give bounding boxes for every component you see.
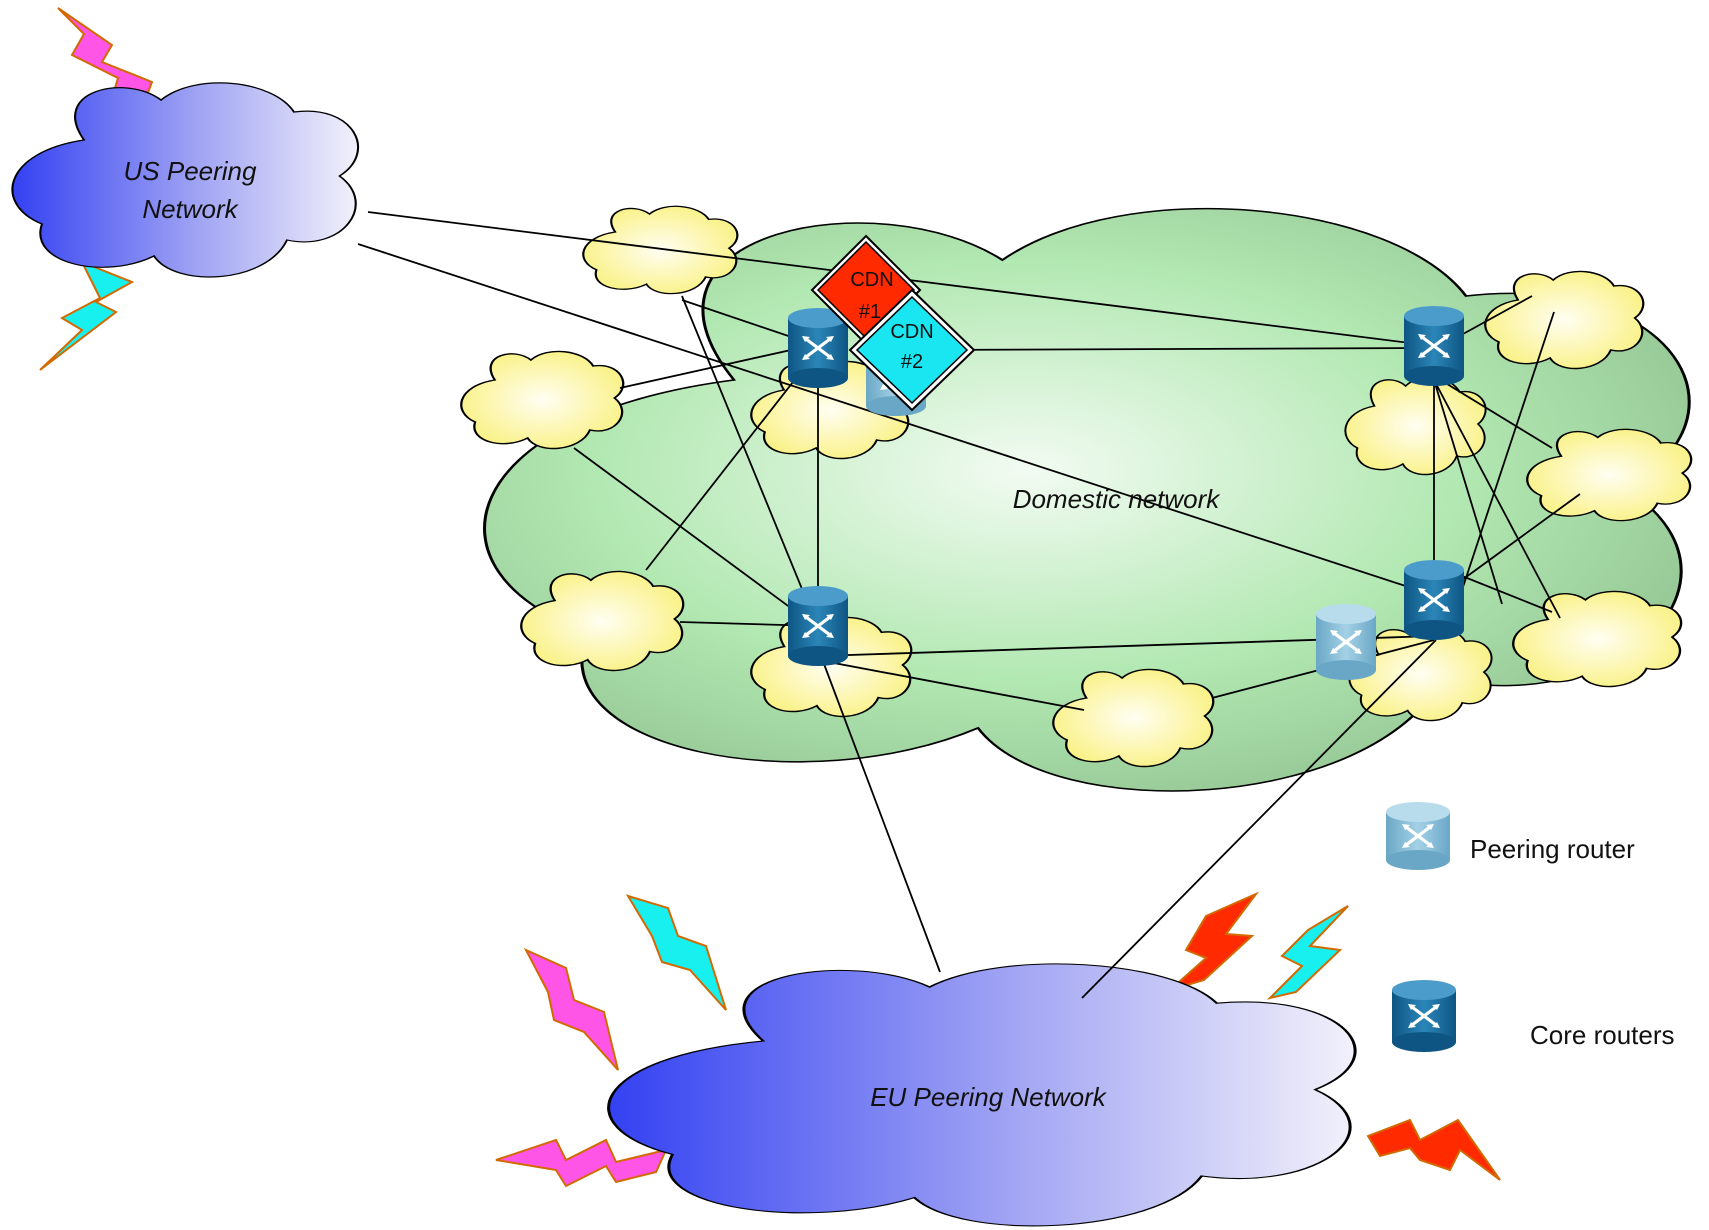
domestic-network-label: Domestic network: [1013, 484, 1222, 514]
network-links: [357, 211, 1581, 999]
lightning-bolt-icon: [523, 947, 619, 1071]
lightning-bolt-icon: [625, 894, 727, 1011]
cdn-node-2: CDN #2: [848, 288, 976, 412]
cdn-2-line2: #2: [901, 351, 923, 373]
eu-peering-label: EU Peering Network: [870, 1082, 1108, 1112]
core-router-icon: [1404, 306, 1464, 386]
legend: Peering router Core routers: [1386, 802, 1675, 1052]
cdn-1-line1: CDN: [850, 269, 893, 291]
legend-core-router-icon: [1392, 980, 1456, 1052]
us-peering-label-line2: Network: [142, 194, 239, 224]
lightning-bolt-icon: [1366, 1118, 1501, 1181]
cdn-1-line2: #1: [859, 301, 881, 323]
core-router-icon: [788, 308, 848, 388]
legend-core-routers-label: Core routers: [1530, 1020, 1675, 1050]
lightning-bolts: [39, 7, 1501, 1188]
us-peering-label-line1: US Peering: [124, 156, 257, 186]
legend-peering-router-icon: [1386, 802, 1450, 870]
legend-peering-router-label: Peering router: [1470, 834, 1635, 864]
lightning-bolt-icon: [39, 260, 135, 371]
lightning-bolt-icon: [495, 1138, 668, 1188]
core-router-icon: [1404, 560, 1464, 640]
core-router-icon: [788, 586, 848, 666]
lightning-bolt-icon: [1266, 905, 1349, 1000]
peering-router-icon: [1316, 604, 1376, 680]
cdn-2-line1: CDN: [890, 321, 933, 343]
lightning-bolt-icon: [1169, 891, 1260, 991]
